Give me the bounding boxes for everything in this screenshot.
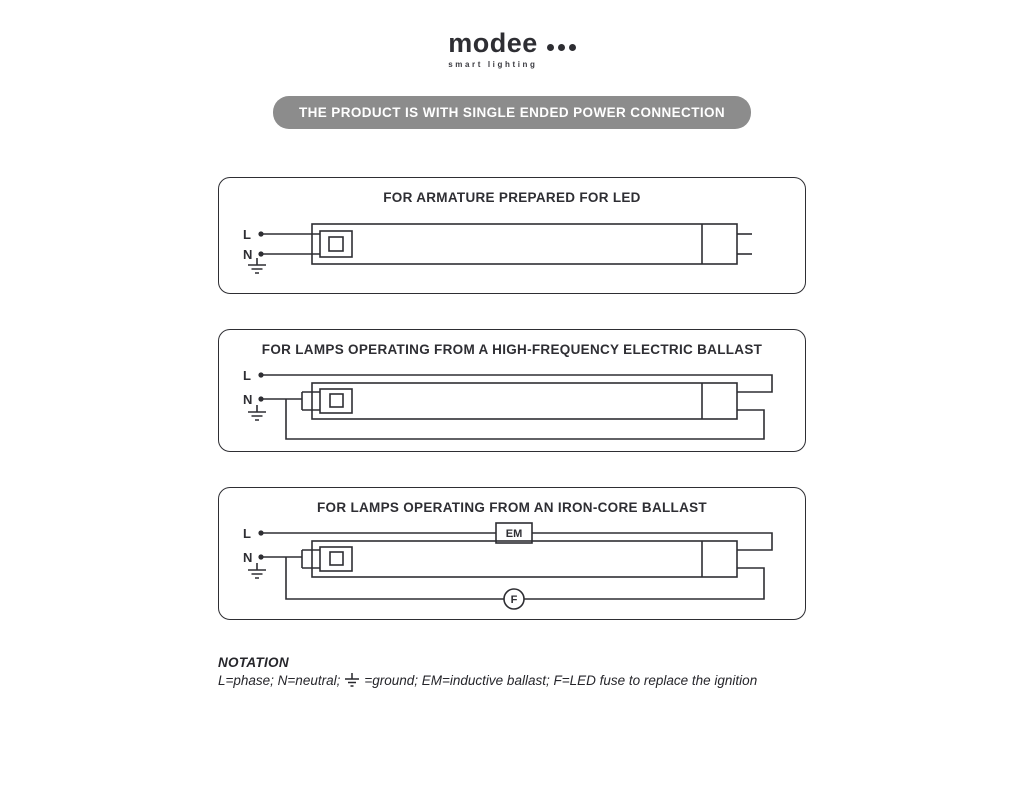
phase-wire	[261, 374, 773, 393]
led-tube	[311, 540, 738, 578]
tube-end-connector-inner	[329, 393, 344, 408]
ground-icon	[248, 563, 266, 579]
notation: NOTATION L=phase; N=neutral; =ground; EM=…	[218, 655, 806, 688]
ground-icon	[248, 405, 266, 421]
inductive-ballast-label: EM	[506, 528, 523, 540]
tube-end-connector	[319, 230, 353, 258]
brand-tagline: smart lighting	[448, 60, 538, 69]
ground-icon	[345, 673, 360, 687]
tube-end-connector	[319, 546, 353, 572]
ground-icon	[248, 258, 266, 274]
neutral-label: N	[243, 247, 252, 262]
neutral-label: N	[243, 550, 252, 565]
tube-end-connector	[319, 388, 353, 414]
logo: modee smart lighting	[448, 30, 576, 69]
tube-end-connector-inner	[329, 551, 344, 566]
neutral-terminal	[258, 554, 264, 560]
brand-name: modee	[448, 28, 538, 58]
wiring-diagram-iron-core-ballast: L N EM F	[243, 522, 773, 610]
wiring-diagram-led-armature: L N	[243, 223, 752, 274]
loop-wire-right	[524, 567, 765, 600]
diagram-box-iron-core-ballast: FOR LAMPS OPERATING FROM AN IRON-CORE BA…	[218, 487, 806, 620]
led-fuse-label: F	[511, 594, 518, 606]
diagram-box-hf-ballast: FOR LAMPS OPERATING FROM A HIGH-FREQUENC…	[218, 329, 806, 452]
notation-text: L=phase; N=neutral; =ground; EM=inductive…	[218, 673, 806, 688]
phase-label: L	[243, 368, 251, 383]
notation-heading: NOTATION	[218, 655, 289, 670]
tube-end-connector-inner	[328, 236, 344, 252]
diagram-title: FOR ARMATURE PREPARED FOR LED	[383, 190, 641, 205]
neutral-terminal	[258, 396, 264, 402]
phase-terminal	[258, 530, 264, 536]
phase-wire-right	[532, 532, 773, 551]
single-ended-connection-banner: THE PRODUCT IS WITH SINGLE ENDED POWER C…	[272, 96, 752, 129]
diagram-box-led-armature: FOR ARMATURE PREPARED FOR LED L N	[218, 177, 806, 294]
phase-label: L	[243, 227, 251, 242]
led-tube	[311, 223, 738, 265]
neutral-terminal	[258, 251, 264, 257]
wiring-diagram-hf-ballast: L N	[243, 368, 773, 440]
loop-wire-left	[285, 557, 504, 600]
phase-terminal	[258, 372, 264, 378]
neutral-label: N	[243, 392, 252, 407]
loop-wire	[285, 399, 765, 440]
led-tube	[311, 382, 738, 420]
notation-text-after-ground: =ground; EM=inductive ballast; F=LED fus…	[364, 673, 758, 688]
notation-text-before-ground: L=phase; N=neutral;	[218, 673, 341, 688]
diagram-title: FOR LAMPS OPERATING FROM AN IRON-CORE BA…	[317, 500, 707, 515]
phase-label: L	[243, 526, 251, 541]
diagram-title: FOR LAMPS OPERATING FROM A HIGH-FREQUENC…	[261, 342, 763, 357]
logo-dots-icon	[546, 43, 576, 51]
phase-terminal	[258, 231, 264, 237]
